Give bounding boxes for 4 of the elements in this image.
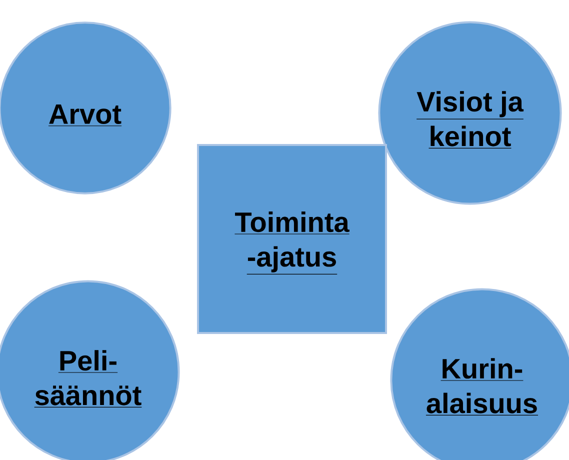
circle-node: Peli- säännöt	[0, 280, 180, 460]
square-node: Toiminta -ajatus	[197, 144, 387, 334]
circle-node: Visiot ja keinot	[378, 21, 562, 205]
circle-node: Kurin- alaisuus	[390, 288, 569, 460]
